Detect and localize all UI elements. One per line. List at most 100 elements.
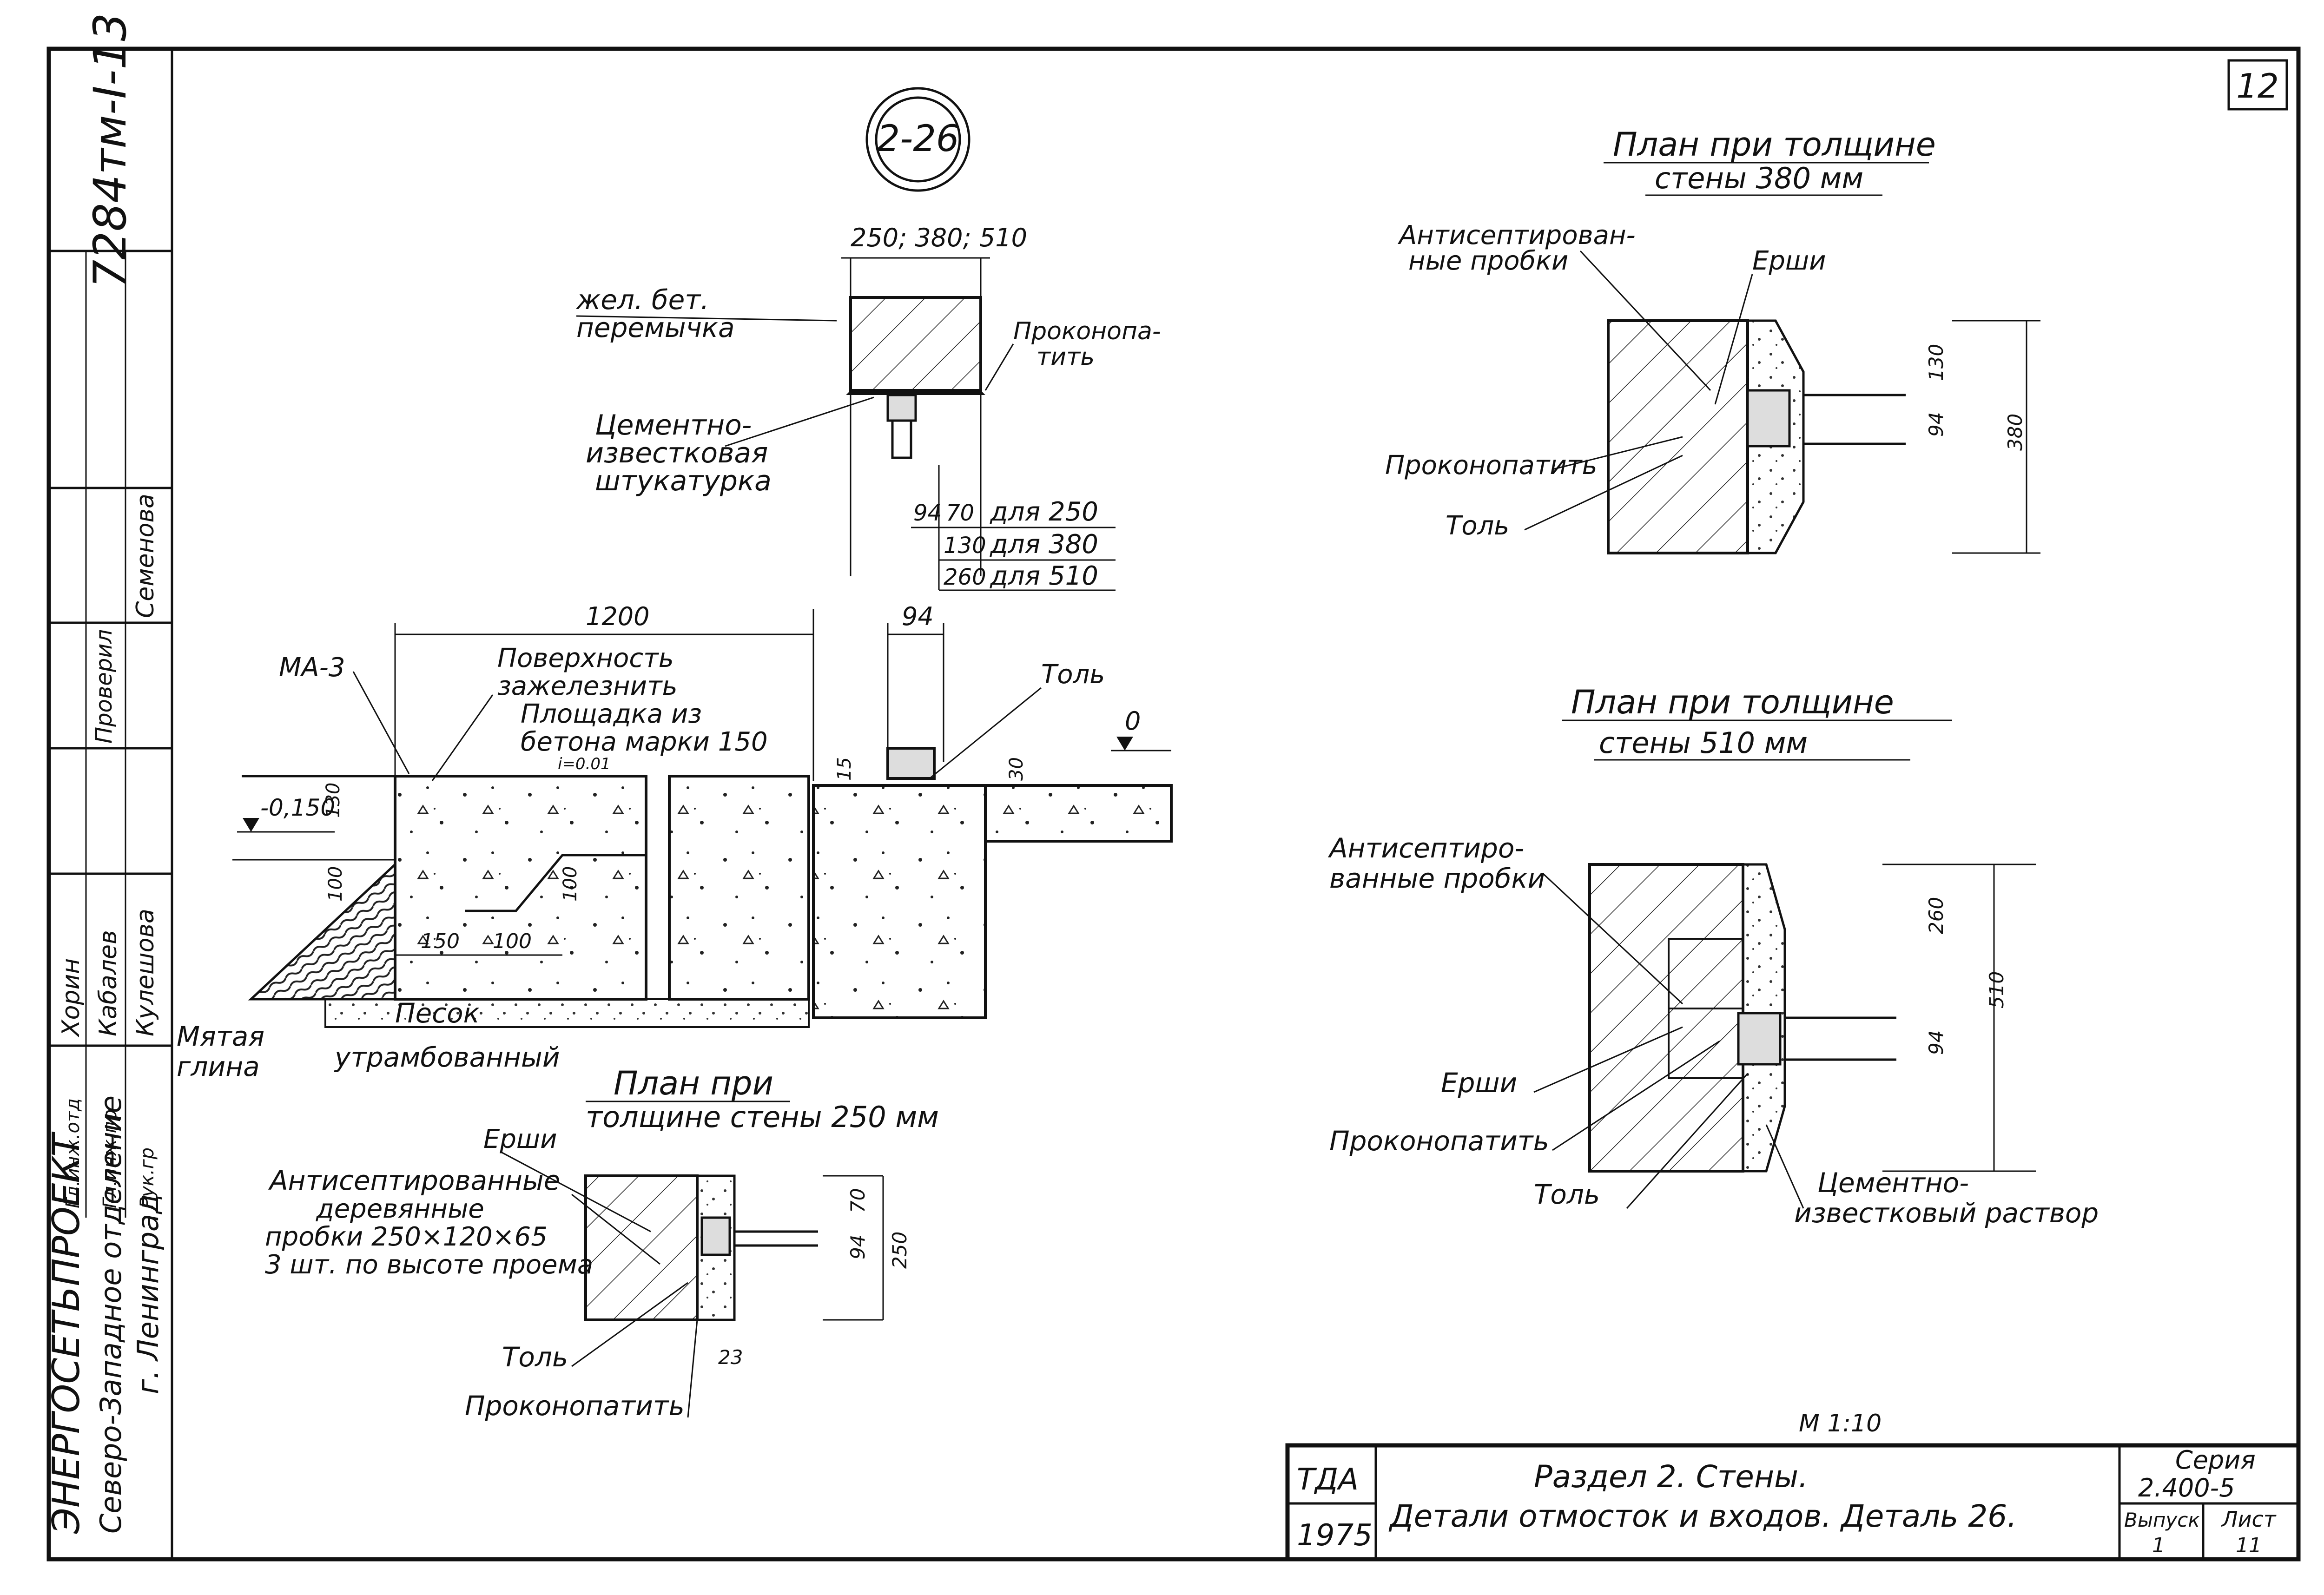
svg-text:30: 30: [1006, 757, 1027, 781]
svg-text:70: 70: [946, 500, 974, 526]
svg-text:Толь: Толь: [1041, 659, 1105, 690]
series-value: 2.400-5: [2138, 1473, 2235, 1503]
doc-code: 7284тм-I-13: [84, 13, 136, 288]
title-line-2: Детали отмосток и входов. Деталь 26.: [1388, 1498, 2017, 1534]
name-3: Кулешова: [132, 909, 159, 1036]
role-2: Гл.инж.пр: [99, 1109, 121, 1208]
svg-text:15: 15: [834, 757, 855, 781]
svg-text:Песок: Песок: [395, 997, 480, 1029]
svg-text:94: 94: [846, 1235, 869, 1259]
svg-text:для 380: для 380: [990, 529, 1098, 560]
svg-text:Толь: Толь: [1446, 511, 1509, 541]
svg-text:3 шт. по высоте проема: 3 шт. по высоте проема: [265, 1250, 593, 1280]
svg-text:i=0.01: i=0.01: [558, 755, 611, 773]
svg-text:Ерши: Ерши: [1752, 246, 1826, 276]
svg-text:94: 94: [1925, 1030, 1948, 1055]
issue-value: 1: [2152, 1534, 2165, 1557]
svg-text:Антисептирован-: Антисептирован-: [1398, 220, 1636, 250]
svg-text:100: 100: [493, 929, 532, 953]
level-zero: 0: [1125, 706, 1141, 736]
svg-text:ные пробки: ные пробки: [1408, 246, 1568, 276]
title-block: ТДА 1975 Раздел 2. Стены. Детали отмосто…: [1285, 1443, 2301, 1562]
svg-text:Поверхность: Поверхность: [497, 643, 674, 673]
org-branch: Северо-Западное отделение: [94, 1095, 128, 1534]
clay-layer: [248, 862, 396, 1001]
lintel-body: [849, 296, 982, 392]
plan510-wall: [1588, 863, 1744, 1173]
svg-text:План при толщине: План при толщине: [1571, 683, 1894, 721]
svg-text:150: 150: [421, 929, 460, 953]
name-2: Кабалев: [94, 930, 122, 1036]
sheet-frame: [46, 46, 2301, 1562]
role-3: Рук.гр: [137, 1147, 158, 1208]
svg-text:260: 260: [944, 564, 986, 590]
svg-text:510: 510: [1985, 971, 2008, 1008]
plan380-wall: [1607, 319, 1749, 554]
plan250-wall: [584, 1174, 699, 1321]
svg-text:Ерши: Ерши: [483, 1124, 557, 1154]
svg-text:94: 94: [913, 500, 942, 526]
year: 1975: [1297, 1518, 1373, 1553]
svg-text:Толь: Толь: [502, 1341, 568, 1373]
svg-text:23: 23: [718, 1346, 743, 1369]
scale-label: М 1:10: [1799, 1410, 1882, 1437]
svg-text:Проконопатить: Проконопатить: [1329, 1125, 1549, 1157]
side-stamp: 7284тм-I-13 ЭНЕРГОСЕТЬПРОЕКТ Северо-Запа…: [45, 13, 173, 1559]
series-label: Серия: [2175, 1445, 2256, 1475]
svg-text:Проконопатить: Проконопатить: [1385, 450, 1597, 481]
dim-1200: 1200: [586, 602, 649, 631]
svg-text:Цементно-: Цементно-: [1817, 1167, 1969, 1199]
svg-text:пробки 250×120×65: пробки 250×120×65: [265, 1222, 548, 1252]
section-plug: [886, 747, 936, 780]
svg-text:стены 380 мм: стены 380 мм: [1655, 161, 1863, 195]
detail-marker: 2-26: [865, 87, 971, 192]
svg-text:Антисептиро-: Антисептиро-: [1327, 832, 1524, 864]
svg-text:стены 510 мм: стены 510 мм: [1599, 726, 1808, 760]
svg-text:толщине стены 250 мм: толщине стены 250 мм: [586, 1100, 939, 1134]
svg-text:70: 70: [846, 1188, 869, 1213]
role-4: Проверил: [91, 629, 117, 744]
svg-text:100: 100: [560, 866, 581, 902]
ground-section: 1200 94 0 -0,150 МА-3 Поверхность зажеле…: [177, 602, 1173, 1082]
plan-250: План при толщине стены 250 мм Ерши Антис…: [265, 1064, 939, 1422]
svg-text:Проконопатить: Проконопатить: [465, 1390, 685, 1422]
org-city: г. Ленинград: [131, 1194, 165, 1394]
role-1: Гл.инж.отд: [62, 1098, 84, 1208]
svg-text:МА-3: МА-3: [279, 652, 345, 683]
svg-text:для 510: для 510: [990, 561, 1098, 591]
svg-text:130: 130: [1925, 344, 1948, 381]
svg-text:ванные пробки: ванные пробки: [1329, 863, 1545, 894]
svg-text:бетона марки 150: бетона марки 150: [521, 727, 768, 757]
svg-text:2-26: 2-26: [877, 118, 959, 160]
sheet-number: 12: [2236, 66, 2279, 105]
sheet-label: Лист: [2221, 1507, 2277, 1532]
level-minus: -0,150: [260, 794, 335, 821]
svg-text:250: 250: [888, 1232, 911, 1269]
svg-text:94: 94: [1925, 412, 1948, 437]
svg-text:Мятая: Мятая: [177, 1021, 264, 1052]
svg-text:130: 130: [944, 533, 986, 559]
svg-text:утрамбованный: утрамбованный: [334, 1041, 560, 1073]
svg-text:жел. бет.: жел. бет.: [575, 284, 709, 316]
svg-text:штукатурка: штукатурка: [595, 465, 772, 497]
svg-text:Площадка из: Площадка из: [521, 699, 702, 729]
sheet-number-box: [2227, 59, 2288, 111]
svg-text:План при: План при: [614, 1064, 773, 1102]
svg-text:Ерши: Ерши: [1441, 1067, 1517, 1099]
sand-bed: [324, 998, 810, 1028]
svg-text:Проконопа-: Проконопа-: [1013, 317, 1161, 345]
platform-slab: [394, 775, 647, 1001]
svg-text:План при толщине: План при толщине: [1613, 125, 1936, 164]
svg-text:тить: тить: [1037, 343, 1095, 371]
name-4: Семенова: [132, 494, 159, 618]
lintel-detail: 250; 380; 510 жел. бет. перемычка Прокон…: [575, 223, 1161, 591]
lintel-dim-top: 250; 380; 510: [851, 223, 1027, 252]
svg-text:100: 100: [325, 866, 346, 902]
name-1: Хорин: [57, 958, 85, 1038]
svg-text:380: 380: [2004, 414, 2027, 451]
svg-text:зажелезнить: зажелезнить: [497, 671, 678, 701]
svg-text:Антисептированные: Антисептированные: [268, 1165, 560, 1196]
foundation: [812, 784, 987, 1019]
svg-text:Толь: Толь: [1534, 1179, 1600, 1210]
